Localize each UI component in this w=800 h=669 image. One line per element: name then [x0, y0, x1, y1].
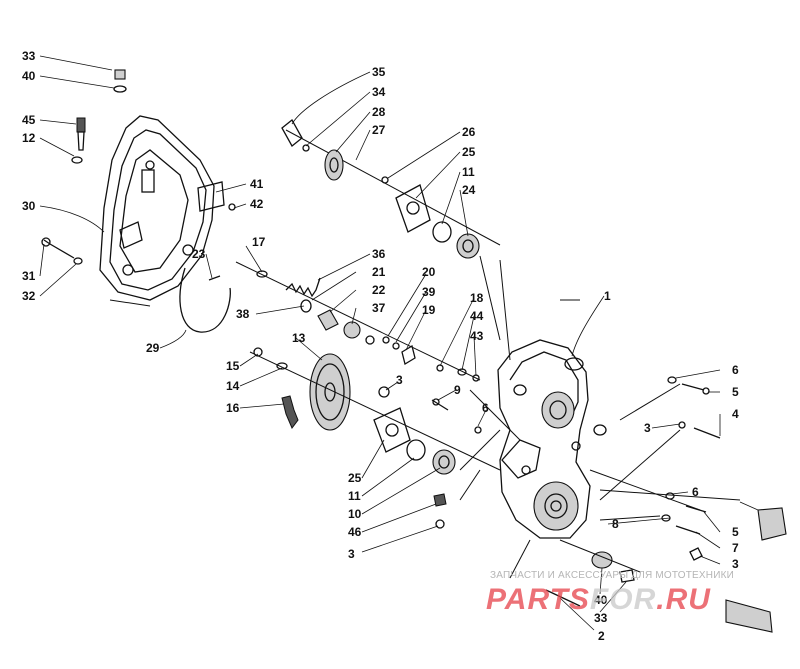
- callout-25: 25: [462, 145, 476, 159]
- callout-40: 40: [594, 593, 608, 607]
- callout-9: 9: [454, 383, 461, 397]
- callout-39: 39: [422, 285, 436, 299]
- callout-38: 38: [236, 307, 250, 321]
- callout-12: 12: [22, 131, 36, 145]
- callout-3: 3: [644, 421, 651, 435]
- callout-11: 11: [348, 489, 361, 503]
- callout-41: 41: [250, 177, 264, 191]
- leader-lines: [39, 55, 721, 631]
- callout-5: 5: [732, 525, 739, 539]
- callout-13: 13: [292, 331, 306, 345]
- callout-32: 32: [22, 289, 36, 303]
- callout-37: 37: [372, 301, 386, 315]
- callout-15: 15: [226, 359, 240, 373]
- callout-27: 27: [372, 123, 386, 137]
- callout-43: 43: [470, 329, 484, 343]
- callout-18: 18: [470, 291, 484, 305]
- callout-24: 24: [462, 183, 476, 197]
- watermark-logo-part-b: FOR: [589, 583, 657, 616]
- callout-42: 42: [250, 197, 264, 211]
- lower-bearing-set: [373, 386, 482, 529]
- callout-3: 3: [732, 557, 739, 571]
- callout-23: 23: [192, 247, 206, 261]
- inspection-plate-41: [197, 181, 236, 212]
- callout-2: 2: [598, 629, 605, 643]
- bolt-31: [41, 237, 83, 265]
- callout-34: 34: [372, 85, 386, 99]
- upper-shaft: [281, 119, 501, 259]
- bolt-33-top: [113, 69, 127, 93]
- callout-numbers: 33 40 45 12 30 31 32 41 42 23 29 17 36 2…: [22, 49, 739, 643]
- lower-shaft: [545, 551, 773, 633]
- right-fasteners: [661, 376, 787, 561]
- callout-26: 26: [462, 125, 476, 139]
- callout-30: 30: [22, 199, 36, 213]
- callout-10: 10: [348, 507, 362, 521]
- sprocket-13: [249, 347, 501, 471]
- callout-14: 14: [226, 379, 240, 393]
- callout-46: 46: [348, 525, 362, 539]
- watermark-logo-part-a: PARTS: [486, 583, 590, 616]
- callout-11: 11: [462, 165, 475, 179]
- watermark-logo: PARTSFOR.RU: [486, 583, 711, 617]
- callout-3: 3: [348, 547, 355, 561]
- chaincase-cover: [99, 115, 215, 301]
- callout-6: 6: [732, 363, 739, 377]
- callout-6: 6: [692, 485, 699, 499]
- callout-35: 35: [372, 65, 386, 79]
- callout-8: 8: [612, 517, 619, 531]
- assembly-lines: [109, 255, 741, 579]
- callout-40: 40: [22, 69, 36, 83]
- callout-31: 31: [22, 269, 36, 283]
- callout-3: 3: [396, 373, 403, 387]
- callout-28: 28: [372, 105, 386, 119]
- callout-44: 44: [470, 309, 484, 323]
- sensor-45: [71, 117, 86, 164]
- callout-16: 16: [226, 401, 240, 415]
- callout-45: 45: [22, 113, 36, 127]
- watermark-caption: ЗАПЧАСТИ И АКСЕССУАРЫ ДЛЯ МОТОТЕХНИКИ: [490, 570, 735, 581]
- gear-housing: [497, 339, 607, 539]
- sprocket-28: [324, 149, 344, 181]
- callout-36: 36: [372, 247, 386, 261]
- callout-29: 29: [146, 341, 160, 355]
- callout-22: 22: [372, 283, 386, 297]
- callout-7: 7: [732, 541, 739, 555]
- callout-33: 33: [594, 611, 608, 625]
- callout-25: 25: [348, 471, 362, 485]
- callout-17: 17: [252, 235, 266, 249]
- callout-33: 33: [22, 49, 36, 63]
- callout-19: 19: [422, 303, 436, 317]
- callout-6: 6: [482, 401, 489, 415]
- watermark-logo-part-c: .RU: [656, 583, 711, 616]
- callout-20: 20: [422, 265, 436, 279]
- callout-1: 1: [604, 289, 611, 303]
- callout-21: 21: [372, 265, 386, 279]
- callout-4: 4: [732, 407, 739, 421]
- cable-29: [179, 267, 231, 333]
- callout-5: 5: [732, 385, 739, 399]
